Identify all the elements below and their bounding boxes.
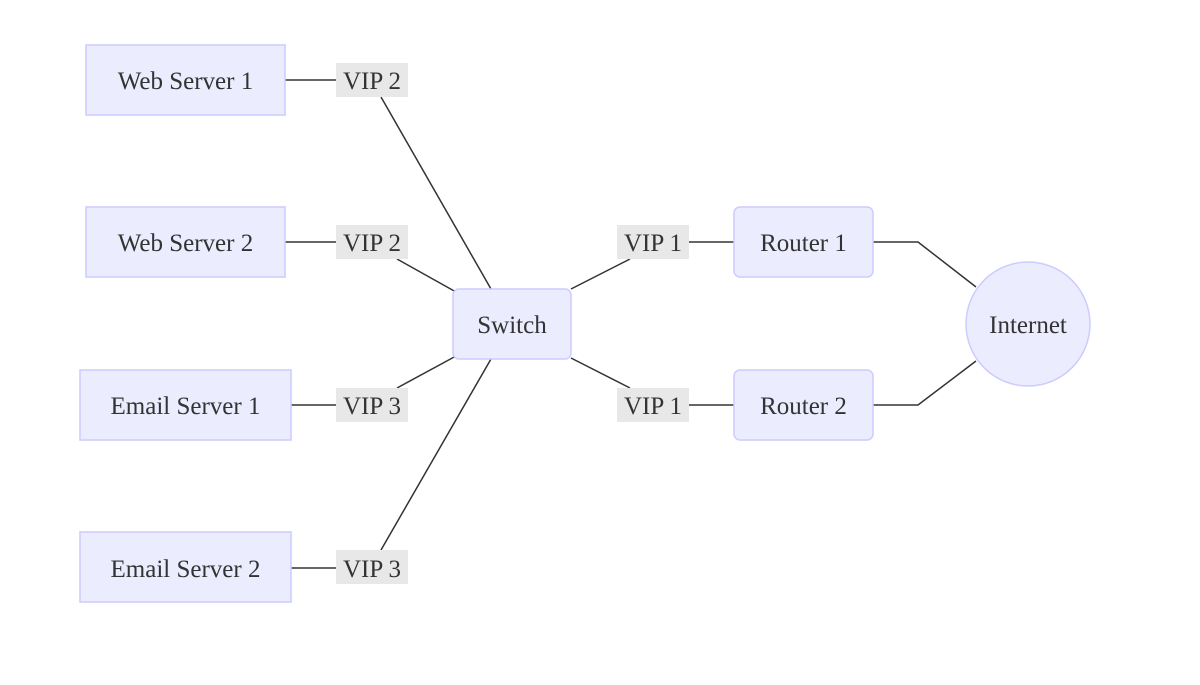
edge-label-text: VIP 1 bbox=[624, 393, 682, 420]
node-label: Switch bbox=[477, 312, 547, 339]
edge-label-text: VIP 3 bbox=[343, 556, 401, 583]
edge-label-text: VIP 2 bbox=[343, 68, 401, 95]
edge-label-web-server-2: VIP 2 bbox=[336, 225, 408, 259]
edge-label-text: VIP 3 bbox=[343, 393, 401, 420]
node-router-2: Router 2 bbox=[733, 369, 874, 441]
edge-label-router-1: VIP 1 bbox=[617, 225, 689, 259]
node-switch: Switch bbox=[452, 288, 572, 360]
node-label: Email Server 2 bbox=[111, 556, 261, 583]
node-label: Router 2 bbox=[760, 393, 847, 420]
nodes: Web Server 1 Web Server 2 Email Server 1… bbox=[79, 44, 1091, 603]
node-web-server-2: Web Server 2 bbox=[85, 206, 286, 278]
edge-label-web-server-1: VIP 2 bbox=[336, 63, 408, 97]
edge-router-1-to-internet bbox=[873, 241, 977, 288]
edge-email-server-1-to-switch bbox=[291, 355, 457, 406]
edge-label-email-server-1: VIP 3 bbox=[336, 388, 408, 422]
edge-web-server-1-to-switch bbox=[285, 79, 492, 290]
edge-label-router-2: VIP 1 bbox=[617, 388, 689, 422]
edge-email-server-2-to-switch bbox=[291, 358, 492, 569]
node-email-server-1: Email Server 1 bbox=[79, 369, 292, 441]
edge-switch-to-router-2 bbox=[570, 357, 734, 406]
node-label: Internet bbox=[989, 312, 1067, 339]
edges bbox=[285, 79, 977, 569]
edge-label-text: VIP 2 bbox=[343, 230, 401, 257]
edge-label-email-server-2: VIP 3 bbox=[336, 550, 408, 584]
node-label: Email Server 1 bbox=[111, 393, 261, 420]
node-label: Web Server 1 bbox=[118, 68, 253, 95]
edge-label-text: VIP 1 bbox=[624, 230, 682, 257]
edge-web-server-2-to-switch bbox=[285, 241, 457, 293]
node-web-server-1: Web Server 1 bbox=[85, 44, 286, 116]
edge-labels: VIP 2 VIP 2 VIP 3 VIP 3 VIP 1 VIP 1 bbox=[336, 63, 689, 584]
node-router-1: Router 1 bbox=[733, 206, 874, 278]
edge-router-2-to-internet bbox=[873, 360, 977, 406]
node-label: Web Server 2 bbox=[118, 230, 253, 257]
node-email-server-2: Email Server 2 bbox=[79, 531, 292, 603]
node-internet: Internet bbox=[965, 261, 1091, 387]
edge-switch-to-router-1 bbox=[570, 241, 734, 290]
node-label: Router 1 bbox=[760, 230, 847, 257]
